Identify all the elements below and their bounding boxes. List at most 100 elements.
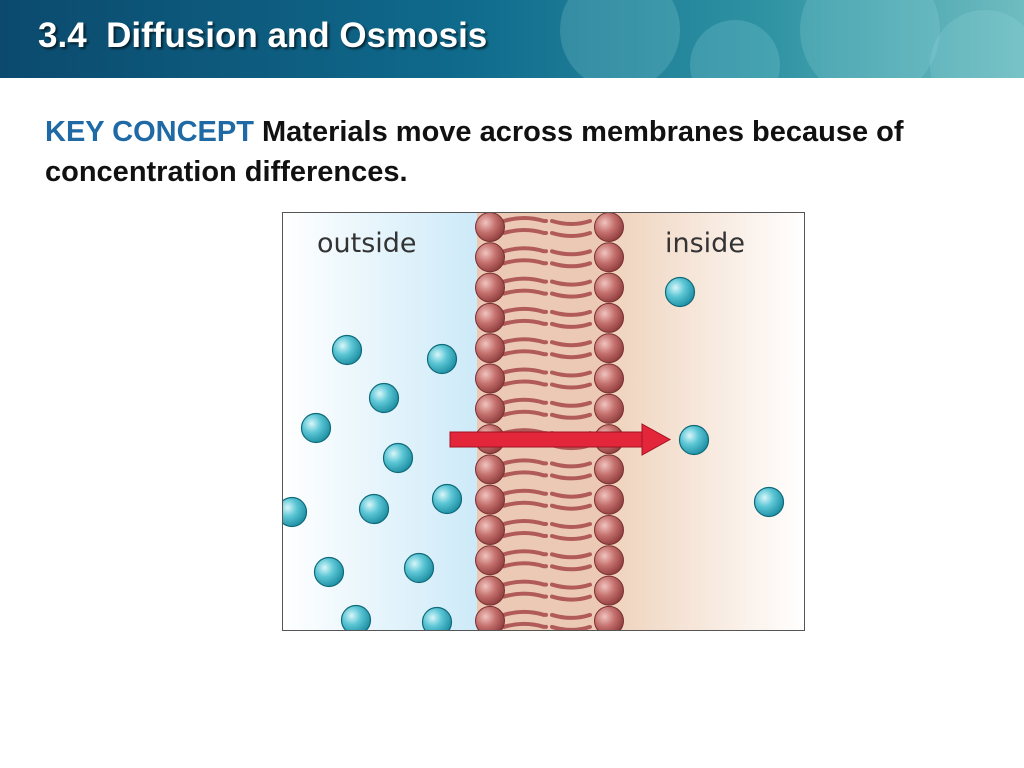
arrow-shaft xyxy=(449,431,649,448)
membrane-heads xyxy=(475,212,624,631)
diffusion-diagram: outside inside xyxy=(282,212,805,631)
lipid-tail xyxy=(550,534,592,541)
lipid-tail xyxy=(502,228,548,235)
lipid-tail xyxy=(550,279,592,287)
phospholipid-head xyxy=(594,393,624,424)
phospholipid-head xyxy=(475,302,505,333)
lipid-tail xyxy=(502,591,548,599)
molecule-particle xyxy=(313,556,345,588)
slide-title: 3.4 Diffusion and Osmosis xyxy=(38,16,488,55)
lipid-tail xyxy=(550,291,592,299)
arrow-head xyxy=(641,423,672,456)
phospholipid-head xyxy=(594,333,624,364)
phospholipid-head xyxy=(475,363,505,394)
lipid-tail xyxy=(502,549,548,557)
molecule-particle xyxy=(300,412,332,444)
lipid-tail xyxy=(550,552,592,560)
decor-bubble xyxy=(560,0,680,78)
lipid-tail xyxy=(502,500,548,508)
phospholipid-head xyxy=(475,242,505,273)
phospholipid-head xyxy=(594,545,624,576)
phospholipid-head xyxy=(594,302,624,333)
lipid-tail xyxy=(550,219,592,226)
lipid-tail xyxy=(502,458,548,466)
lipid-tail xyxy=(550,461,592,469)
lipid-tail xyxy=(502,367,548,375)
phospholipid-head xyxy=(475,605,505,631)
lipid-tail xyxy=(502,609,548,617)
lipid-tail xyxy=(550,309,592,317)
molecule-particle xyxy=(358,493,390,525)
diagram-frame xyxy=(282,212,805,631)
lipid-tail xyxy=(502,379,548,387)
lipid-tail xyxy=(550,249,592,257)
molecule-particle xyxy=(421,606,453,631)
diffusion-diagram-svg: outside inside xyxy=(282,212,805,631)
lipid-tail xyxy=(502,216,548,223)
molecule-particle xyxy=(678,424,710,456)
lipid-tail xyxy=(550,321,592,329)
lipid-tail xyxy=(502,470,548,478)
outside-label: outside xyxy=(317,228,417,259)
decor-bubble xyxy=(800,0,940,78)
lipid-tail xyxy=(550,370,592,378)
phospholipid-head xyxy=(594,363,624,394)
molecule-particle xyxy=(382,442,414,474)
lipid-tail xyxy=(550,340,592,348)
decor-bubble xyxy=(930,10,1024,78)
lipid-tail xyxy=(550,522,592,529)
lipid-tail xyxy=(502,488,548,496)
key-concept-label: KEY CONCEPT xyxy=(45,116,254,148)
title-bar: 3.4 Diffusion and Osmosis xyxy=(0,0,1024,78)
key-concept-text: Materials move across membranes because … xyxy=(45,116,904,188)
molecule-particle xyxy=(331,334,363,366)
lipid-tail xyxy=(550,400,592,408)
lipid-tail xyxy=(550,582,592,590)
key-concept: KEY CONCEPT Materials move across membra… xyxy=(45,112,945,192)
lipid-tail xyxy=(550,261,592,269)
phospholipid-head xyxy=(475,454,505,485)
diffusion-arrow-icon xyxy=(449,423,672,456)
inside-region xyxy=(612,212,805,631)
molecule-particle xyxy=(431,483,463,515)
lipid-tail xyxy=(550,382,592,390)
phospholipid-head xyxy=(475,515,505,545)
decor-bubble xyxy=(690,20,780,78)
phospholipid-head xyxy=(475,545,505,576)
lipid-tail xyxy=(502,318,548,326)
lipid-tail xyxy=(502,531,548,538)
lipid-tail xyxy=(550,412,592,420)
lipid-tails xyxy=(502,216,592,631)
lipid-tail xyxy=(502,409,548,417)
lipid-tail xyxy=(550,231,592,238)
lipid-tail xyxy=(502,258,548,266)
lipid-tail xyxy=(502,276,548,284)
phospholipid-head xyxy=(594,212,624,242)
molecule-particle xyxy=(368,382,400,414)
molecule-particle xyxy=(426,343,458,375)
lipid-tail xyxy=(502,288,548,296)
lipid-tail xyxy=(502,349,548,357)
lipid-tail xyxy=(502,306,548,314)
molecule-particle xyxy=(753,486,785,518)
phospholipid-head xyxy=(475,333,505,364)
lipid-tail xyxy=(502,397,548,405)
lipid-tail xyxy=(550,352,592,360)
molecule-particle xyxy=(282,496,308,528)
molecule-particle xyxy=(664,276,696,308)
phospholipid-head xyxy=(594,575,624,606)
lipid-tail xyxy=(502,561,548,569)
phospholipid-head xyxy=(475,484,505,515)
lipid-tail xyxy=(550,624,592,631)
phospholipid-head xyxy=(594,605,624,631)
phospholipid-head xyxy=(594,515,624,545)
lipid-tail xyxy=(550,491,592,499)
lipid-tail xyxy=(550,473,592,481)
lipid-tail xyxy=(550,564,592,572)
lipid-tail xyxy=(502,579,548,587)
phospholipid-head xyxy=(475,212,505,242)
molecule-particles xyxy=(282,276,785,631)
lipid-tail xyxy=(502,337,548,345)
inside-label: inside xyxy=(665,228,745,259)
lipid-tail xyxy=(502,519,548,526)
